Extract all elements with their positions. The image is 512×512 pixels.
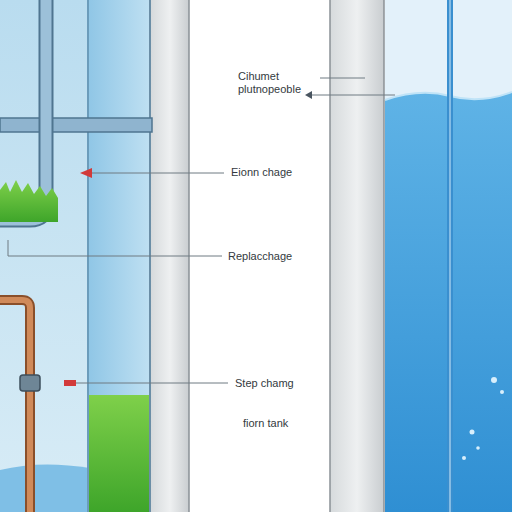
callout-label: Eionn chage (229, 166, 294, 179)
callout-label: Cihumet plutnopeoble (236, 70, 302, 96)
callout-label: fiorn tank (241, 417, 290, 430)
callout-label: Step chamg (233, 377, 296, 390)
callout-label: Replacchage (226, 250, 294, 263)
